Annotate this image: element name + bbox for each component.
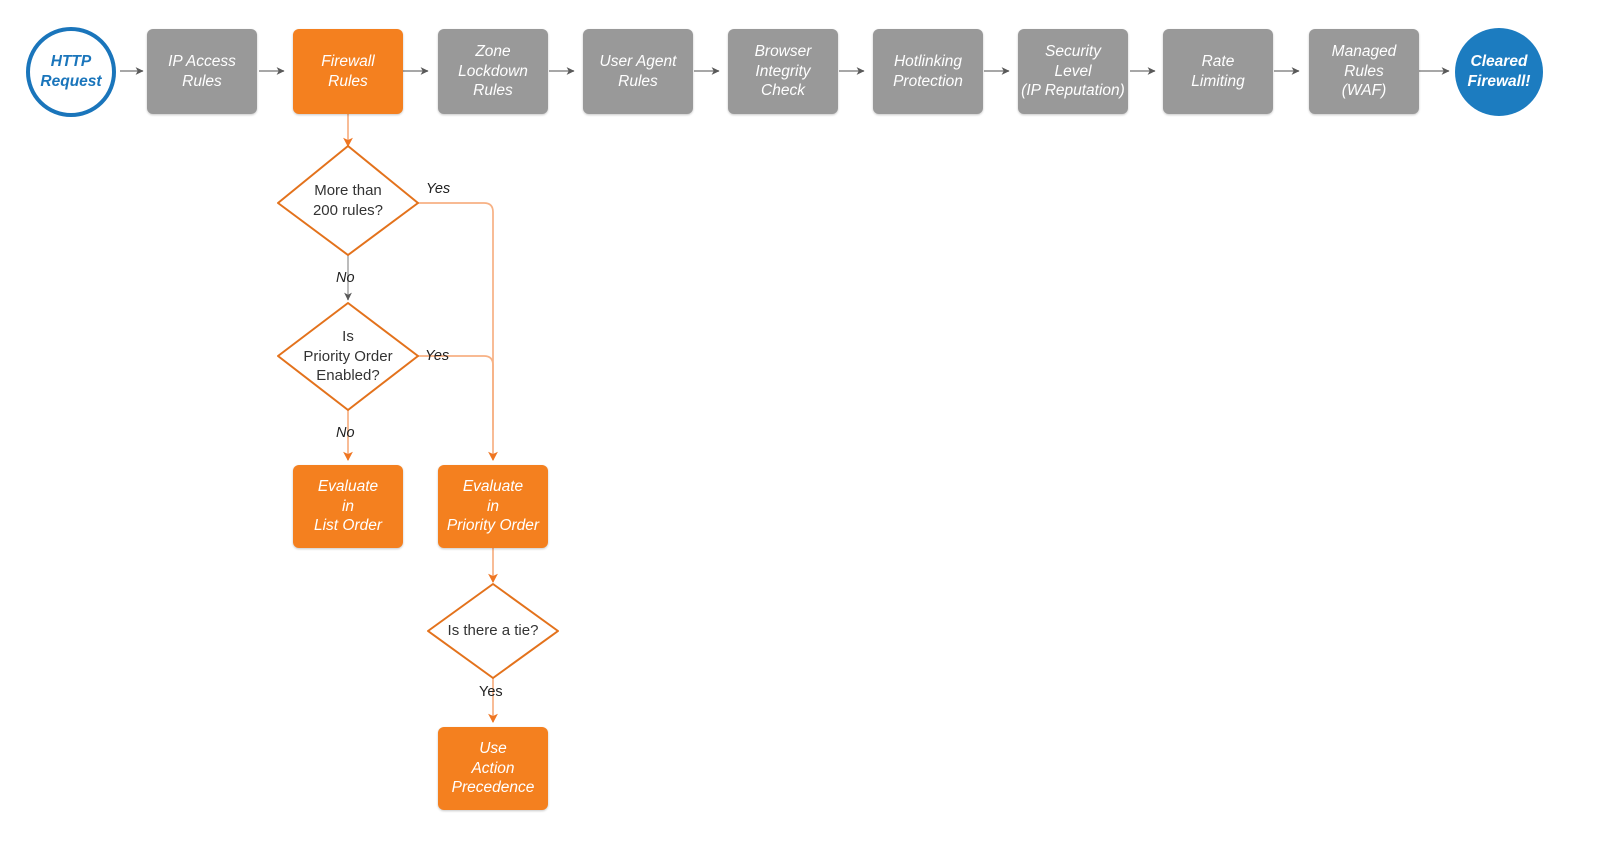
node-cleared-firewall[interactable]: Cleared Firewall!	[1455, 28, 1543, 116]
node-evaluate-in-list-order[interactable]: Evaluate in List Order	[293, 465, 403, 548]
node-http-request[interactable]: HTTP Request	[26, 27, 116, 117]
node-security-level[interactable]: Security Level (IP Reputation)	[1018, 29, 1128, 114]
node-use-action-precedence[interactable]: Use Action Precedence	[438, 727, 548, 810]
node-zone-lockdown-rules[interactable]: Zone Lockdown Rules	[438, 29, 548, 114]
diamond-is-priority-order-enabled	[277, 302, 419, 411]
edge-label-yes-priority: Yes	[425, 348, 450, 364]
edge-200rules-yes	[418, 202, 498, 461]
edge-label-yes-200-rules: Yes	[426, 181, 451, 197]
node-evaluate-in-priority-order[interactable]: Evaluate in Priority Order	[438, 465, 548, 548]
edge-priority-yes	[418, 355, 494, 430]
node-managed-rules-waf[interactable]: Managed Rules (WAF)	[1309, 29, 1419, 114]
edge-label-yes-tie: Yes	[479, 684, 503, 700]
diamond-more-than-200-rules	[277, 145, 419, 256]
node-hotlinking-protection[interactable]: Hotlinking Protection	[873, 29, 983, 114]
node-browser-integrity-check[interactable]: Browser Integrity Check	[728, 29, 838, 114]
label-is-priority-order-enabled[interactable]: Is Priority Order Enabled?	[303, 328, 393, 385]
node-ip-access-rules[interactable]: IP Access Rules	[147, 29, 257, 114]
node-rate-limiting[interactable]: Rate Limiting	[1163, 29, 1273, 114]
edge-label-no-200-rules: No	[336, 270, 355, 286]
label-more-than-200-rules[interactable]: More than 200 rules?	[312, 182, 384, 219]
edge-label-no-priority: No	[336, 425, 355, 441]
node-user-agent-rules[interactable]: User Agent Rules	[583, 29, 693, 114]
diamond-is-there-a-tie	[427, 583, 559, 679]
node-firewall-rules[interactable]: Firewall Rules	[293, 29, 403, 114]
label-is-there-a-tie[interactable]: Is there a tie?	[447, 622, 539, 640]
